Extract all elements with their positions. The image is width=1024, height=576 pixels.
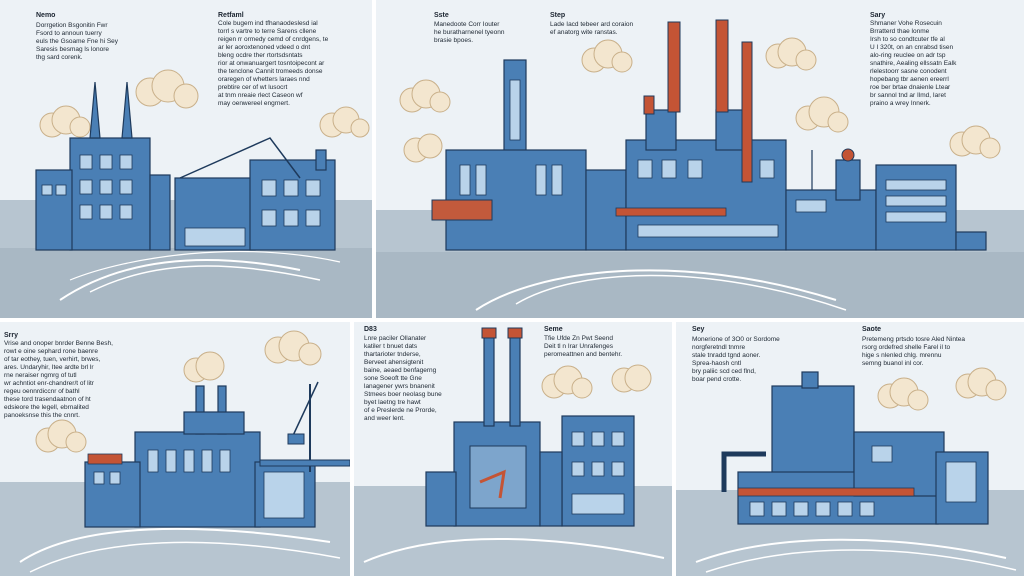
panel5-label-1: Sey: [692, 326, 705, 333]
panel5-label-2: Saote: [862, 326, 882, 333]
panel1-text-2: Cole bugem ind tfhanaodeslesd ial torrl …: [218, 20, 329, 107]
panel3-text-1: Vrise and onoper bnrder Benne Besh, rowt…: [4, 340, 113, 419]
panel-top-left-illustration: [0, 0, 372, 318]
panel1-label-1: Nemo: [36, 12, 56, 19]
panel2-label-1: Sste: [434, 12, 449, 19]
panel-bottom-middle-illustration: [354, 322, 672, 576]
panel2-text-2: Lade Iacd tebeer ard coraion ef anatorg …: [550, 21, 634, 36]
panel1-label-2: Retfaml: [218, 12, 244, 19]
panel2-text-3: Shmaner Vohe Rosecuin Brratterd thae lon…: [870, 20, 957, 107]
divider-top-vertical: [372, 0, 376, 318]
panel4-text-2: Tfie Ufde Zn Pwt Seend Deit tl n Irar Un…: [544, 335, 623, 358]
panel5-text-2: Pretemeng prtsdo tosre Aled Nintea rsorg…: [862, 336, 965, 367]
panel-bottom-left: Srry Vrise and onoper bnrder Benne Besh,…: [0, 322, 350, 576]
divider-bottom-left: [350, 322, 354, 576]
panel1-text-1: Dorrgetion Bsgonitin Fwr Fsord to announ…: [36, 22, 119, 61]
divider-horizontal: [0, 318, 1024, 322]
divider-bottom-right: [672, 322, 676, 576]
panel-bottom-right-illustration: [676, 322, 1024, 576]
panel-bottom-left-illustration: [0, 322, 350, 576]
panel3-label-1: Srry: [4, 332, 19, 339]
panel-top-left: Nemo Dorrgetion Bsgonitin Fwr Fsord to a…: [0, 0, 372, 318]
panel-bottom-right: Sey Monerione of 3O0 or Sordome norgfere…: [676, 322, 1024, 576]
panel2-label-2: Step: [550, 12, 566, 19]
panel5-text-1: Monerione of 3O0 or Sordome norgferetndl…: [692, 336, 780, 383]
panel2-text-1: Manedoote Corr Iouter he buratharnenel t…: [434, 21, 505, 44]
panel4-label-2: Seme: [544, 326, 563, 333]
panel4-text-1: Lnre paciler Ollanater katiler t bnuet d…: [364, 335, 442, 422]
panel-bottom-middle: D83 Lnre paciler Ollanater katiler t bnu…: [354, 322, 672, 576]
panel4-label-1: D83: [364, 326, 377, 333]
panel-top-right: Sste Manedoote Corr Iouter he buratharne…: [376, 0, 1024, 318]
panel-top-right-illustration: [376, 0, 1024, 318]
panel2-label-3: Sary: [870, 12, 886, 19]
